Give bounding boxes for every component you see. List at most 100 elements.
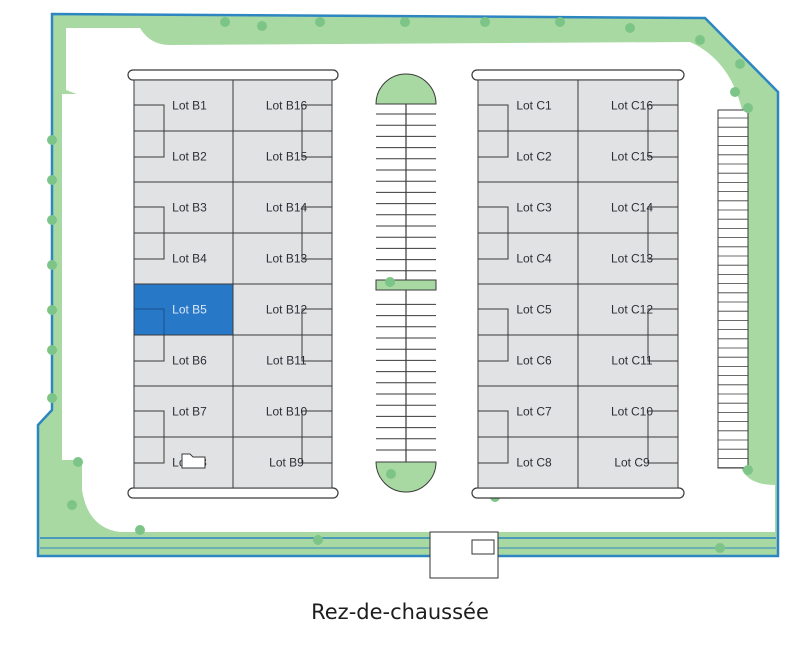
- lot-label: Lot C10: [611, 405, 653, 419]
- lot-utility-notch: [478, 436, 509, 464]
- tree-icon: [385, 277, 395, 287]
- lot-lot-c12[interactable]: Lot C12: [577, 283, 679, 336]
- entrance-post: [471, 539, 495, 555]
- lot-lot-c3[interactable]: Lot C3: [477, 181, 579, 234]
- lot-utility-notch: [647, 232, 678, 260]
- lot-label: Lot B16: [266, 99, 308, 113]
- lot-label: Lot B2: [172, 150, 207, 164]
- lot-label: Lot B12: [266, 303, 308, 317]
- lot-lot-b5[interactable]: Lot B5: [133, 283, 234, 336]
- lot-lot-c8[interactable]: Lot C8: [477, 436, 579, 489]
- tree-icon: [47, 135, 57, 145]
- lot-lot-b7[interactable]: Lot B7: [133, 385, 234, 438]
- lot-label: Lot B4: [172, 252, 207, 266]
- central-parking-lane: [375, 73, 437, 493]
- lot-lot-c10[interactable]: Lot C10: [577, 385, 679, 438]
- tree-icon: [625, 23, 635, 33]
- lot-label: Lot C5: [516, 303, 552, 317]
- lot-area[interactable]: [133, 181, 234, 234]
- lot-lot-b14[interactable]: Lot B14: [232, 181, 333, 234]
- lot-lot-c16[interactable]: Lot C16: [577, 79, 679, 132]
- lot-lot-c1[interactable]: Lot C1: [477, 79, 579, 132]
- lot-lot-b11[interactable]: Lot B11: [232, 334, 333, 387]
- lot-lot-b4[interactable]: Lot B4: [133, 232, 234, 285]
- lane-top-island: [375, 73, 437, 105]
- lot-utility-notch: [301, 334, 332, 362]
- tree-icon: [480, 17, 490, 27]
- lot-utility-notch: [301, 436, 332, 464]
- lot-utility-notch: [134, 436, 165, 464]
- lane-mid-island: [375, 279, 437, 291]
- lot-utility-notch: [301, 232, 332, 260]
- tree-icon: [555, 17, 565, 27]
- lot-lot-c6[interactable]: Lot C6: [477, 334, 579, 387]
- lot-utility-notch: [134, 130, 165, 158]
- lot-utility-notch: [301, 130, 332, 158]
- side-stall-row: [717, 109, 749, 469]
- lot-lot-c11[interactable]: Lot C11: [577, 334, 679, 387]
- driveway-left-strip: [62, 94, 84, 460]
- lot-label: Lot C2: [516, 150, 552, 164]
- lot-lot-c9[interactable]: Lot C9: [577, 436, 679, 489]
- lot-lot-b6[interactable]: Lot B6: [133, 334, 234, 387]
- trees: [47, 17, 753, 553]
- lot-lot-b9[interactable]: Lot B9: [232, 436, 333, 489]
- lot-lot-b2[interactable]: Lot B2: [133, 130, 234, 183]
- lot-label: Lot C11: [611, 354, 652, 368]
- lot-lot-b12[interactable]: Lot B12: [232, 283, 333, 336]
- lot-label: Lot B13: [266, 252, 308, 266]
- lot-label: Lot C8: [516, 456, 552, 470]
- lot-utility-notch: [478, 232, 509, 260]
- lot-lot-b15[interactable]: Lot B15: [232, 130, 333, 183]
- lot-label: Lot C9: [614, 456, 650, 470]
- lot-label: Lot C14: [611, 201, 653, 215]
- lot-lot-c14[interactable]: Lot C14: [577, 181, 679, 234]
- tree-icon: [735, 59, 745, 69]
- lot-label: Lot B11: [266, 354, 307, 368]
- lot-lot-c15[interactable]: Lot C15: [577, 130, 679, 183]
- tree-icon: [47, 345, 57, 355]
- tree-icon: [220, 17, 230, 27]
- lot-utility-notch: [647, 436, 678, 464]
- tree-icon: [135, 525, 145, 535]
- lot-lot-b3[interactable]: Lot B3: [133, 181, 234, 234]
- tree-icon: [257, 21, 267, 31]
- lot-label: Lot C7: [516, 405, 552, 419]
- right-parking-stalls: [717, 109, 749, 469]
- block-bottom-cap: [127, 487, 339, 499]
- lot-utility-notch: [647, 334, 678, 362]
- lot-label: Lot C3: [516, 201, 552, 215]
- lot-utility-notch: [647, 130, 678, 158]
- lot-lot-c2[interactable]: Lot C2: [477, 130, 579, 183]
- tree-icon: [386, 469, 396, 479]
- lot-label: Lot B5: [172, 303, 207, 317]
- lot-label: Lot B15: [266, 150, 308, 164]
- lot-label: Lot C4: [516, 252, 552, 266]
- lot-lot-c7[interactable]: Lot C7: [477, 385, 579, 438]
- lot-lot-c13[interactable]: Lot C13: [577, 232, 679, 285]
- lot-label: Lot C6: [516, 354, 552, 368]
- lot-label: Lot B3: [172, 201, 207, 215]
- lot-label: Lot B9: [269, 456, 304, 470]
- lot-lot-b16[interactable]: Lot B16: [232, 79, 333, 132]
- lot-lot-b1[interactable]: Lot B1: [133, 79, 234, 132]
- lot-lot-b13[interactable]: Lot B13: [232, 232, 333, 285]
- lot-lot-b10[interactable]: Lot B10: [232, 385, 333, 438]
- lot-lot-c4[interactable]: Lot C4: [477, 232, 579, 285]
- tree-icon: [730, 87, 740, 97]
- block-bottom-cap: [471, 487, 685, 499]
- lot-utility-notch: [134, 334, 165, 362]
- tree-icon: [47, 215, 57, 225]
- lot-label: Lot B1: [172, 99, 207, 113]
- lot-utility-notch: [478, 334, 509, 362]
- tree-icon: [67, 500, 77, 510]
- tree-icon: [695, 35, 705, 45]
- lot-lot-c5[interactable]: Lot C5: [477, 283, 579, 336]
- lot-label: Lot B10: [266, 405, 308, 419]
- lot-label: Lot C1: [516, 99, 552, 113]
- lot-label: Lot C13: [611, 252, 653, 266]
- tree-icon: [47, 175, 57, 185]
- entrance-ramp: [429, 531, 499, 579]
- tree-icon: [47, 305, 57, 315]
